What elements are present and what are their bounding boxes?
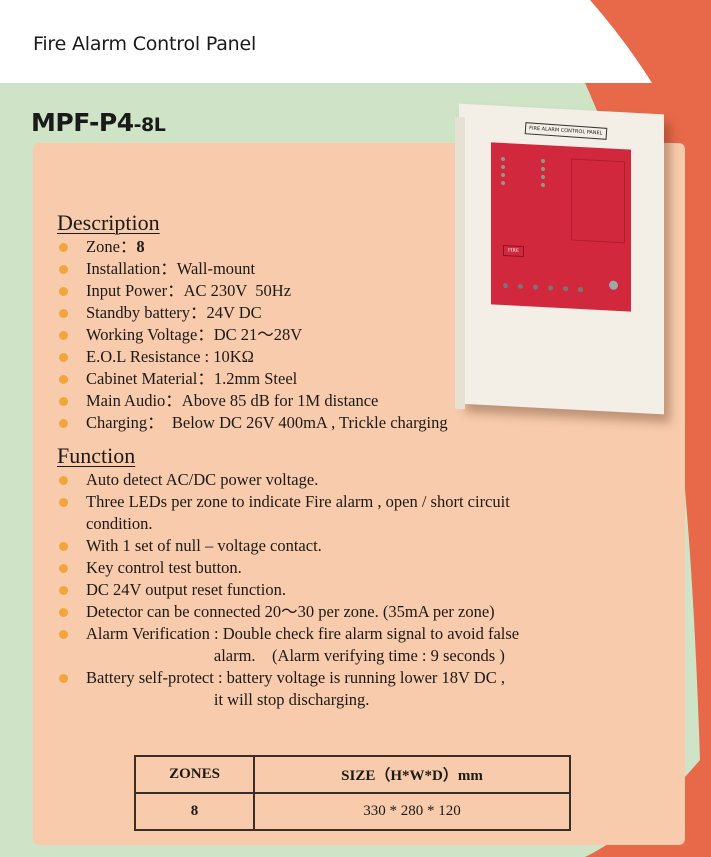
header-zones: ZONES xyxy=(134,755,255,794)
bullet-icon xyxy=(59,608,68,617)
list-item-continuation: alarm. (Alarm verifying time : 9 seconds… xyxy=(86,646,505,665)
bullet-icon xyxy=(59,542,68,551)
list-item: Key control test button. xyxy=(57,557,519,579)
bullet-icon xyxy=(59,287,68,296)
list-item: With 1 set of null – voltage contact. xyxy=(57,535,519,557)
bullet-icon xyxy=(59,419,68,428)
bullet-icon xyxy=(59,375,68,384)
header-size: SIZE（H*W*D）mm xyxy=(252,755,572,794)
list-item: Working Voltage：DC 21～28V xyxy=(57,324,448,346)
list-item: Zone：8 xyxy=(57,236,448,258)
table-row: 8 330 * 280 * 120 xyxy=(134,792,572,831)
description-list: Zone：8 Installation：Wall-mount Input Pow… xyxy=(57,236,448,434)
list-item: Standby battery：24V DC xyxy=(57,302,448,324)
list-item: Installation：Wall-mount xyxy=(57,258,448,280)
list-item: Main Audio：Above 85 dB for 1M distance xyxy=(57,390,448,412)
function-list: Auto detect AC/DC power voltage. Three L… xyxy=(57,469,519,711)
list-item: Battery self-protect : battery voltage i… xyxy=(57,667,519,689)
cell-size: 330 * 280 * 120 xyxy=(252,792,572,831)
list-item: Input Power：AC 230V 50Hz xyxy=(57,280,448,302)
bullet-icon xyxy=(59,498,68,507)
bullet-icon xyxy=(59,586,68,595)
list-item: Cabinet Material：1.2mm Steel xyxy=(57,368,448,390)
bullet-icon xyxy=(59,265,68,274)
description-heading: Description xyxy=(57,210,160,235)
bullet-icon xyxy=(59,674,68,683)
bullet-icon xyxy=(59,243,68,252)
product-image: FIRE ALARM CONTROL PANEL FIRE xyxy=(455,103,667,415)
function-heading: Function xyxy=(57,443,136,468)
model-number: MPF-P4-8L xyxy=(31,108,166,137)
bullet-icon xyxy=(59,331,68,340)
bullet-icon xyxy=(59,353,68,362)
list-item: Three LEDs per zone to indicate Fire ala… xyxy=(57,491,519,513)
cell-zones: 8 xyxy=(134,792,255,831)
product-fire-button: FIRE xyxy=(503,244,524,258)
list-item: Detector can be connected 20～30 per zone… xyxy=(57,601,519,623)
bullet-icon xyxy=(59,564,68,573)
bullet-icon xyxy=(59,397,68,406)
bullet-icon xyxy=(59,630,68,639)
list-item: Auto detect AC/DC power voltage. xyxy=(57,469,519,491)
list-item: E.O.L Resistance : 10KΩ xyxy=(57,346,448,368)
list-item-continuation: it will stop discharging. xyxy=(86,690,370,709)
bullet-icon xyxy=(59,309,68,318)
bullet-icon xyxy=(59,476,68,485)
list-item: Charging： Below DC 26V 400mA , Trickle c… xyxy=(57,412,448,434)
list-item: DC 24V output reset function. xyxy=(57,579,519,601)
spec-table: ZONES SIZE（H*W*D）mm 8 330 * 280 * 120 xyxy=(134,755,572,831)
page-title: Fire Alarm Control Panel xyxy=(33,33,257,55)
list-item-continuation: condition. xyxy=(86,514,153,533)
list-item: Alarm Verification : Double check fire a… xyxy=(57,623,519,645)
table-header-row: ZONES SIZE（H*W*D）mm xyxy=(134,755,572,794)
